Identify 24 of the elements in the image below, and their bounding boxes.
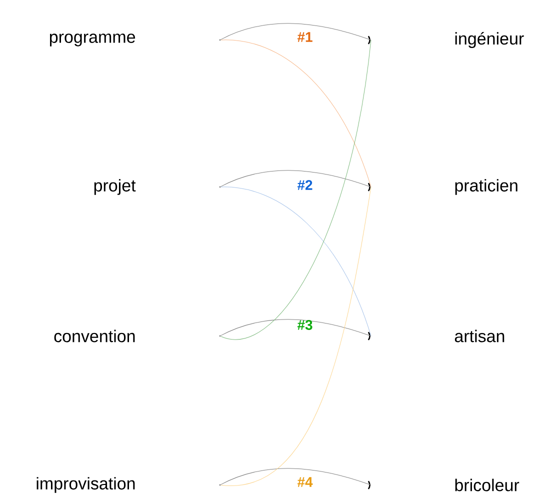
word-label: improvisation (36, 477, 135, 493)
word-label: praticien (455, 179, 518, 195)
edge-label: #4 (297, 477, 313, 487)
word-label: projet (94, 179, 136, 195)
end-mark (368, 36, 370, 44)
curved-line (220, 23, 372, 40)
end-mark (368, 182, 370, 192)
end-mark (368, 332, 370, 340)
curved-line (220, 40, 372, 340)
word-label: bricoleur (455, 478, 520, 492)
word-label: programme (50, 34, 136, 46)
curved-line (220, 468, 372, 486)
curved-line (220, 319, 372, 336)
edge-label: #2 (297, 180, 312, 190)
word-label: artisan (454, 330, 504, 342)
word-label: convention (54, 330, 135, 342)
curved-line (220, 186, 372, 336)
edge-label: #3 (297, 320, 312, 330)
word-label: ingénieur (455, 32, 524, 48)
curved-line (220, 186, 372, 486)
curved-line (220, 40, 372, 188)
end-mark (368, 480, 370, 490)
curved-line (220, 170, 372, 188)
edge-label: #1 (297, 32, 312, 42)
